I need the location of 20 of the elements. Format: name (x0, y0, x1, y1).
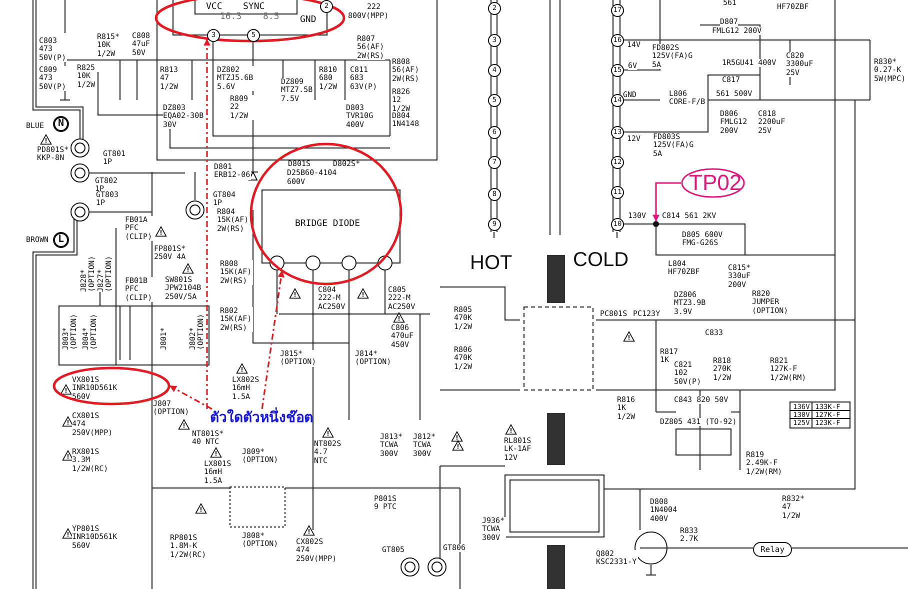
arrow (204, 38, 210, 409)
zone-label: COLD (573, 249, 629, 271)
chip-label: BRIDGE DIODE (295, 219, 360, 229)
test-point-label: TP02 (681, 168, 745, 198)
highlight-ellipse (250, 143, 402, 285)
voltage-reading: 8.5 (263, 12, 280, 22)
chip-label: VCC (206, 2, 222, 12)
highlight-ellipse (53, 367, 170, 405)
annotation-text: ตัวใดตัวหนึ่งช๊อต (204, 409, 310, 429)
signal-label: Relay (753, 542, 792, 557)
arrow (261, 270, 285, 410)
arrow (652, 182, 681, 222)
arrow (169, 385, 212, 410)
voltage-reading: 16.3 (220, 12, 242, 22)
chip-label: SYNC (243, 2, 265, 12)
chip-label: GND (300, 15, 316, 25)
junction-dot (653, 221, 659, 227)
zone-label: HOT (470, 252, 512, 274)
terminal-marker: N (53, 116, 69, 132)
terminal-marker: L (53, 232, 69, 248)
